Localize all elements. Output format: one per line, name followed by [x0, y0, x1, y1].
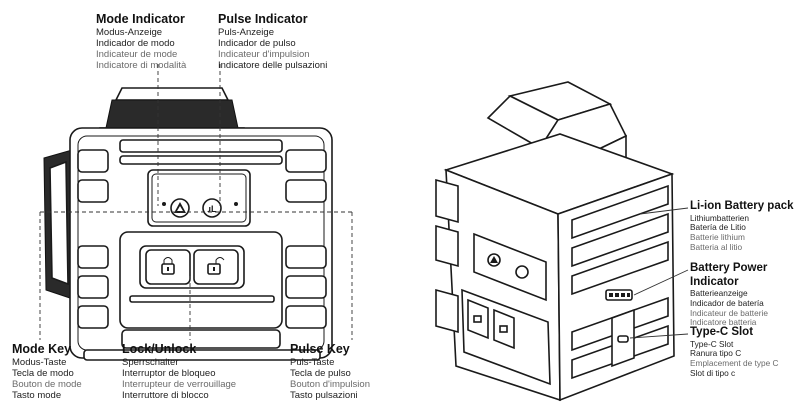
battery-indicator-it: Indicatore batteria	[690, 317, 757, 328]
lock-closed-icon	[161, 257, 175, 275]
battery-indicator-fr: Indicateur de batterie	[690, 307, 768, 318]
battery-pack-title: Li-ion Battery pack	[690, 200, 794, 212]
label-typec-slot: Type-C Slot Type-C Slot Ranura tipo C Em…	[690, 326, 779, 379]
mode-indicator-title: Mode Indicator	[96, 12, 185, 26]
pulse-key-fr: Bouton d'impulsion	[290, 379, 370, 391]
mode-indicator-fr: Indicateur de mode	[96, 49, 178, 61]
mode-key-fr: Bouton de mode	[12, 379, 82, 391]
pulse-led	[234, 202, 238, 206]
front-view-device: ɹL	[43, 87, 333, 361]
mode-indicator-it: Indicatore di modalità	[96, 60, 187, 72]
mode-triangle-icon	[170, 198, 190, 218]
label-pulse-indicator: Pulse Indicator Puls-Anzeige Indicador d…	[218, 12, 327, 72]
mode-key-de: Modus-Taste	[12, 356, 67, 368]
pulse-indicator-title: Pulse Indicator	[218, 12, 308, 26]
battery-indicator-title: Battery Power Indicator	[690, 262, 768, 288]
mode-key-title: Mode Key	[12, 342, 72, 356]
pulse-indicator-fr: Indicateur d'impulsion	[218, 49, 310, 61]
lock-unlock-de: Sperrschalter	[122, 356, 179, 368]
label-lock-unlock: Lock/Unlock Sperrschalter Interruptor de…	[122, 342, 236, 402]
iso-left-ribs	[435, 178, 459, 334]
indicator-panel	[147, 169, 251, 227]
iso-view-device	[435, 81, 675, 402]
pulse-key-title: Pulse Key	[290, 342, 350, 356]
pulse-icon: ɹL	[202, 198, 222, 218]
typec-slot-fr: Emplacement de type C	[690, 358, 779, 369]
label-mode-key: Mode Key Modus-Taste Tecla de modo Bouto…	[12, 342, 82, 402]
pulse-key-it: Tasto pulsazioni	[290, 390, 358, 402]
lock-unlock-title: Lock/Unlock	[122, 342, 197, 356]
label-pulse-key: Pulse Key Puls-Taste Tecla de pulso Bout…	[290, 342, 370, 402]
battery-pack-fr: Batterie lithium	[690, 232, 745, 243]
pulse-indicator-it: Indicatore delle pulsazioni	[218, 60, 328, 72]
pulse-key-es: Tecla de pulso	[290, 367, 351, 379]
battery-indicator-de: Batterieanzeige	[690, 288, 748, 299]
left-ribs	[77, 149, 109, 329]
label-battery-indicator: Battery Power Indicator Batterieanzeige …	[690, 262, 800, 328]
typec-slot-title: Type-C Slot	[690, 326, 754, 338]
battery-pack-it: Batteria al litio	[690, 241, 743, 252]
mode-key-es: Tecla de modo	[12, 367, 74, 379]
typec-slot-it: Slot di tipo c	[690, 367, 736, 378]
pulse-indicator-es: Indicador de pulso	[218, 37, 296, 49]
battery-pack-es: Batería de Litio	[690, 222, 746, 233]
mode-indicator-de: Modus-Anzeige	[96, 26, 163, 38]
label-mode-indicator: Mode Indicator Modus-Anzeige Indicador d…	[96, 12, 186, 72]
battery-pack-de: Lithiumbatterien	[690, 212, 750, 223]
lock-unlock-fr: Interrupteur de verrouillage	[122, 379, 237, 391]
pulse-key-de: Puls-Taste	[290, 356, 335, 368]
lock-unlock-es: Interruptor de bloqueo	[122, 367, 216, 379]
leader-lines-left	[39, 64, 353, 340]
mode-indicator-es: Indicador de modo	[96, 37, 175, 49]
lock-unlock-it: Interruttore di blocco	[122, 390, 209, 402]
typec-slot-de: Type-C Slot	[690, 338, 734, 349]
svg-text:ɹL: ɹL	[208, 204, 218, 214]
battery-indicator-es: Indicador de batería	[690, 297, 764, 308]
iso-indicator-panel	[473, 232, 547, 302]
lock-open-icon	[207, 257, 225, 275]
label-battery-pack: Li-ion Battery pack Lithiumbatterien Bat…	[690, 200, 794, 253]
leader-lines-right	[629, 207, 689, 339]
typec-slot-es: Ranura tipo C	[690, 348, 742, 359]
right-ribs	[285, 149, 327, 329]
pulse-indicator-de: Puls-Anzeige	[218, 26, 274, 38]
mode-led	[162, 202, 166, 206]
mode-key-it: Tasto mode	[12, 390, 62, 402]
